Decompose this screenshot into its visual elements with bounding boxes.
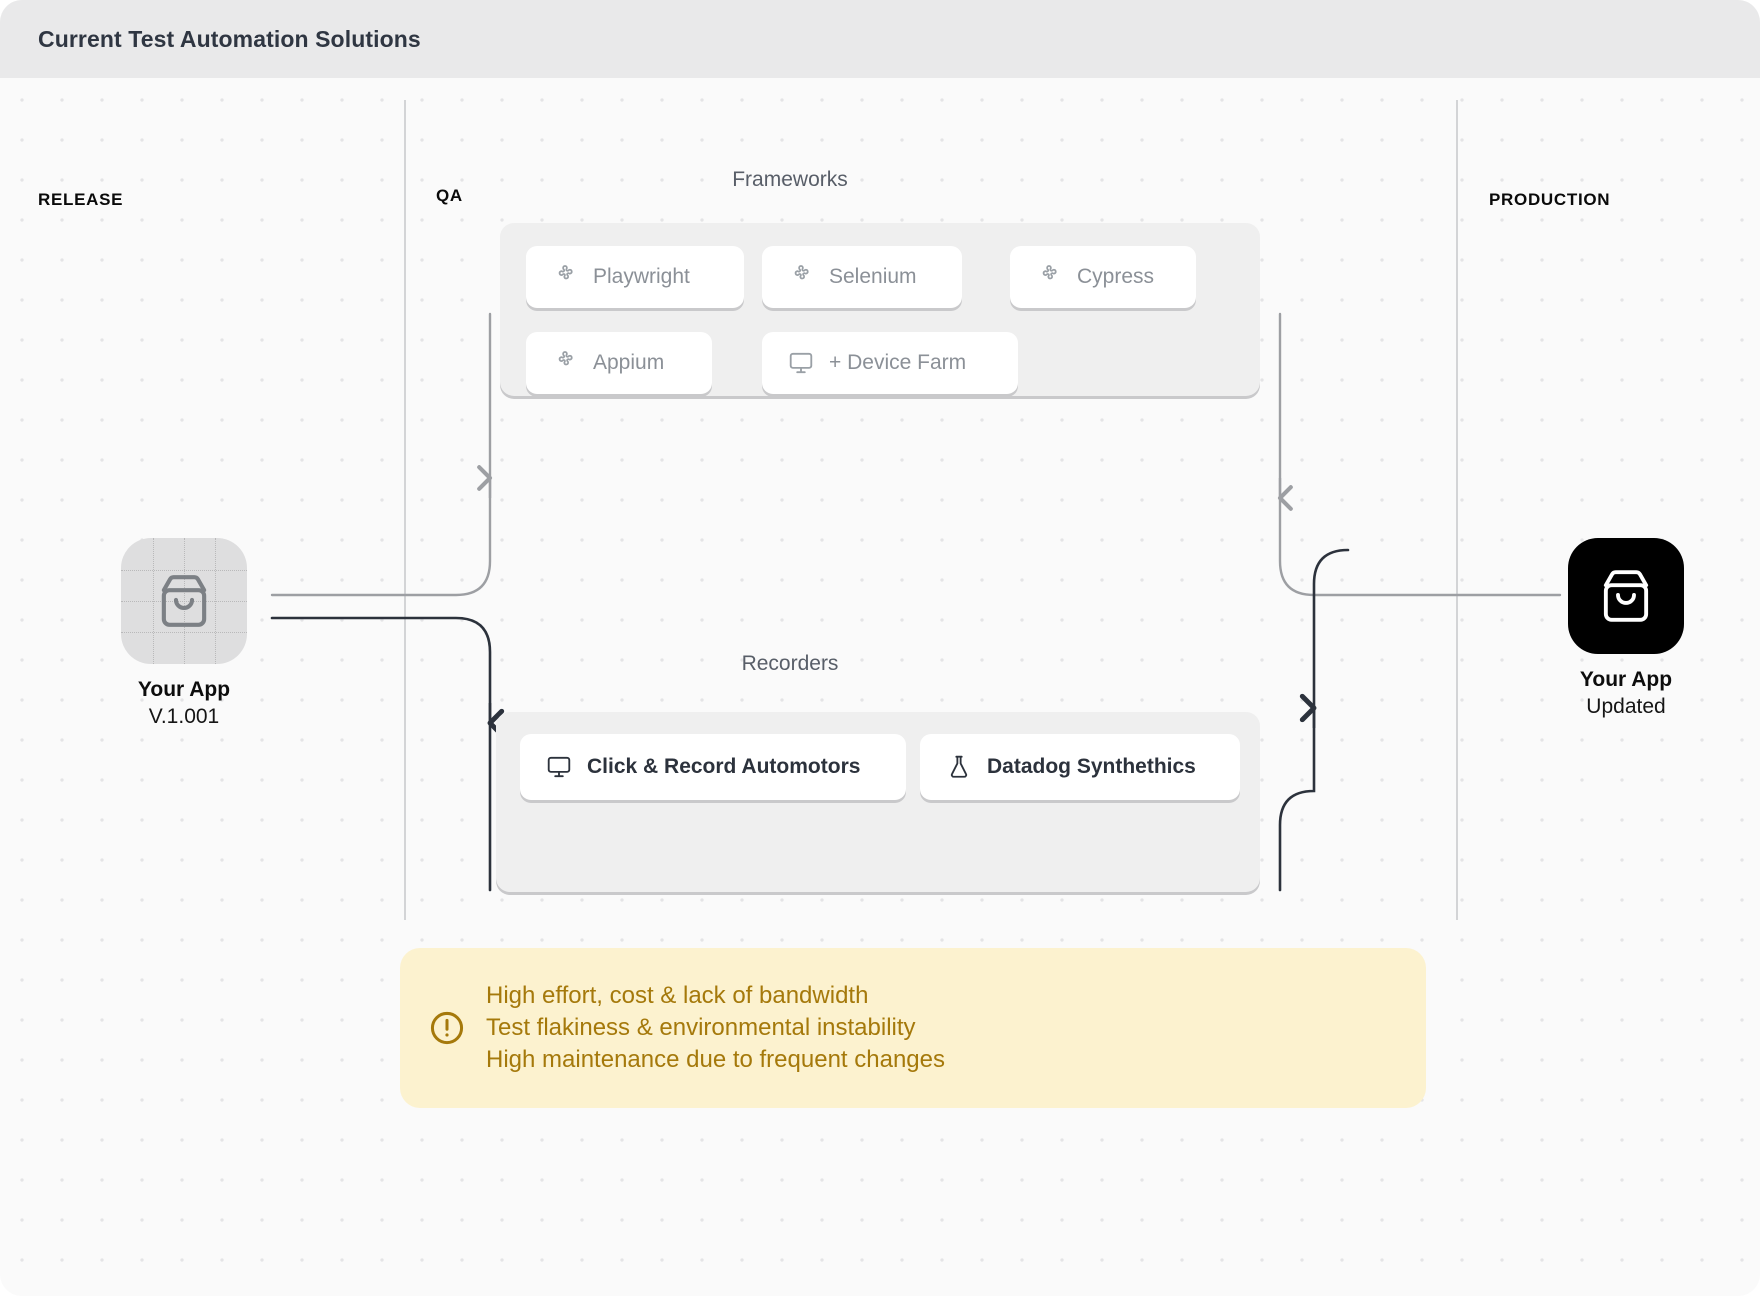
warning-line: Test flakiness & environmental instabili… <box>486 1014 916 1041</box>
puzzle-icon <box>550 262 580 292</box>
monitor-icon <box>544 752 574 782</box>
icon-guide-lines <box>121 538 247 664</box>
framework-label: Appium <box>593 351 665 374</box>
node-target-app-status: Updated <box>1586 695 1666 718</box>
recorder-label: Datadog Synthethics <box>987 755 1196 778</box>
framework-label: + Device Farm <box>829 351 967 374</box>
node-target-app[interactable]: Your App Updated <box>1526 538 1726 719</box>
edge-frameworks-to-production <box>1278 312 1562 597</box>
framework-chip-appium[interactable]: Appium <box>526 332 712 394</box>
warning-callout: High effort, cost & lack of bandwidth Te… <box>400 948 1426 1108</box>
lane-label-qa: QA <box>436 186 463 205</box>
monitor-icon <box>786 348 816 378</box>
puzzle-icon <box>1034 262 1064 292</box>
diagram-canvas: RELEASE QA PRODUCTION <box>0 78 1760 1296</box>
warning-line-list: High effort, cost & lack of bandwidth Te… <box>486 980 945 1076</box>
framework-label: Selenium <box>829 265 917 288</box>
shopping-bag-icon <box>161 575 207 627</box>
lane-label-production: PRODUCTION <box>1489 190 1611 209</box>
edge-source-to-recorders <box>270 616 492 892</box>
framework-chip-selenium[interactable]: Selenium <box>762 246 962 308</box>
lane-divider-qa <box>404 100 406 920</box>
warning-line: High effort, cost & lack of bandwidth <box>486 982 869 1009</box>
puzzle-icon <box>786 262 816 292</box>
lane-label-release: RELEASE <box>38 190 124 209</box>
alert-circle-icon <box>428 1009 466 1047</box>
framework-chip-cypress[interactable]: Cypress <box>1010 246 1196 308</box>
node-source-app-version: V.1.001 <box>148 705 220 728</box>
framework-label: Cypress <box>1077 265 1155 288</box>
node-source-app-name: Your App <box>137 678 231 701</box>
puzzle-icon <box>550 348 580 378</box>
edge-recorders-to-production <box>1278 548 1350 892</box>
recorder-label: Click & Record Automotors <box>587 755 861 778</box>
node-source-app[interactable]: Your App V.1.001 <box>84 538 284 729</box>
node-target-app-name: Your App <box>1579 668 1673 691</box>
avatar <box>121 538 247 664</box>
edge-source-to-frameworks <box>270 312 492 597</box>
lane-divider-production <box>1456 100 1458 920</box>
framework-chip-playwright[interactable]: Playwright <box>526 246 744 308</box>
shopping-bag-icon <box>1603 570 1649 622</box>
framework-label: Playwright <box>593 265 690 288</box>
group-title-recorders: Recorders <box>741 652 839 675</box>
flask-icon <box>944 752 974 782</box>
group-title-frameworks: Frameworks <box>732 168 848 191</box>
page-title: Current Test Automation Solutions <box>38 25 421 52</box>
recorder-chip-click-record[interactable]: Click & Record Automotors <box>520 734 906 800</box>
avatar <box>1568 538 1684 654</box>
warning-line: High maintenance due to frequent changes <box>486 1046 945 1073</box>
framework-chip-device-farm[interactable]: + Device Farm <box>762 332 1018 394</box>
recorder-chip-datadog[interactable]: Datadog Synthethics <box>920 734 1240 800</box>
title-bar: Current Test Automation Solutions <box>0 0 1760 78</box>
